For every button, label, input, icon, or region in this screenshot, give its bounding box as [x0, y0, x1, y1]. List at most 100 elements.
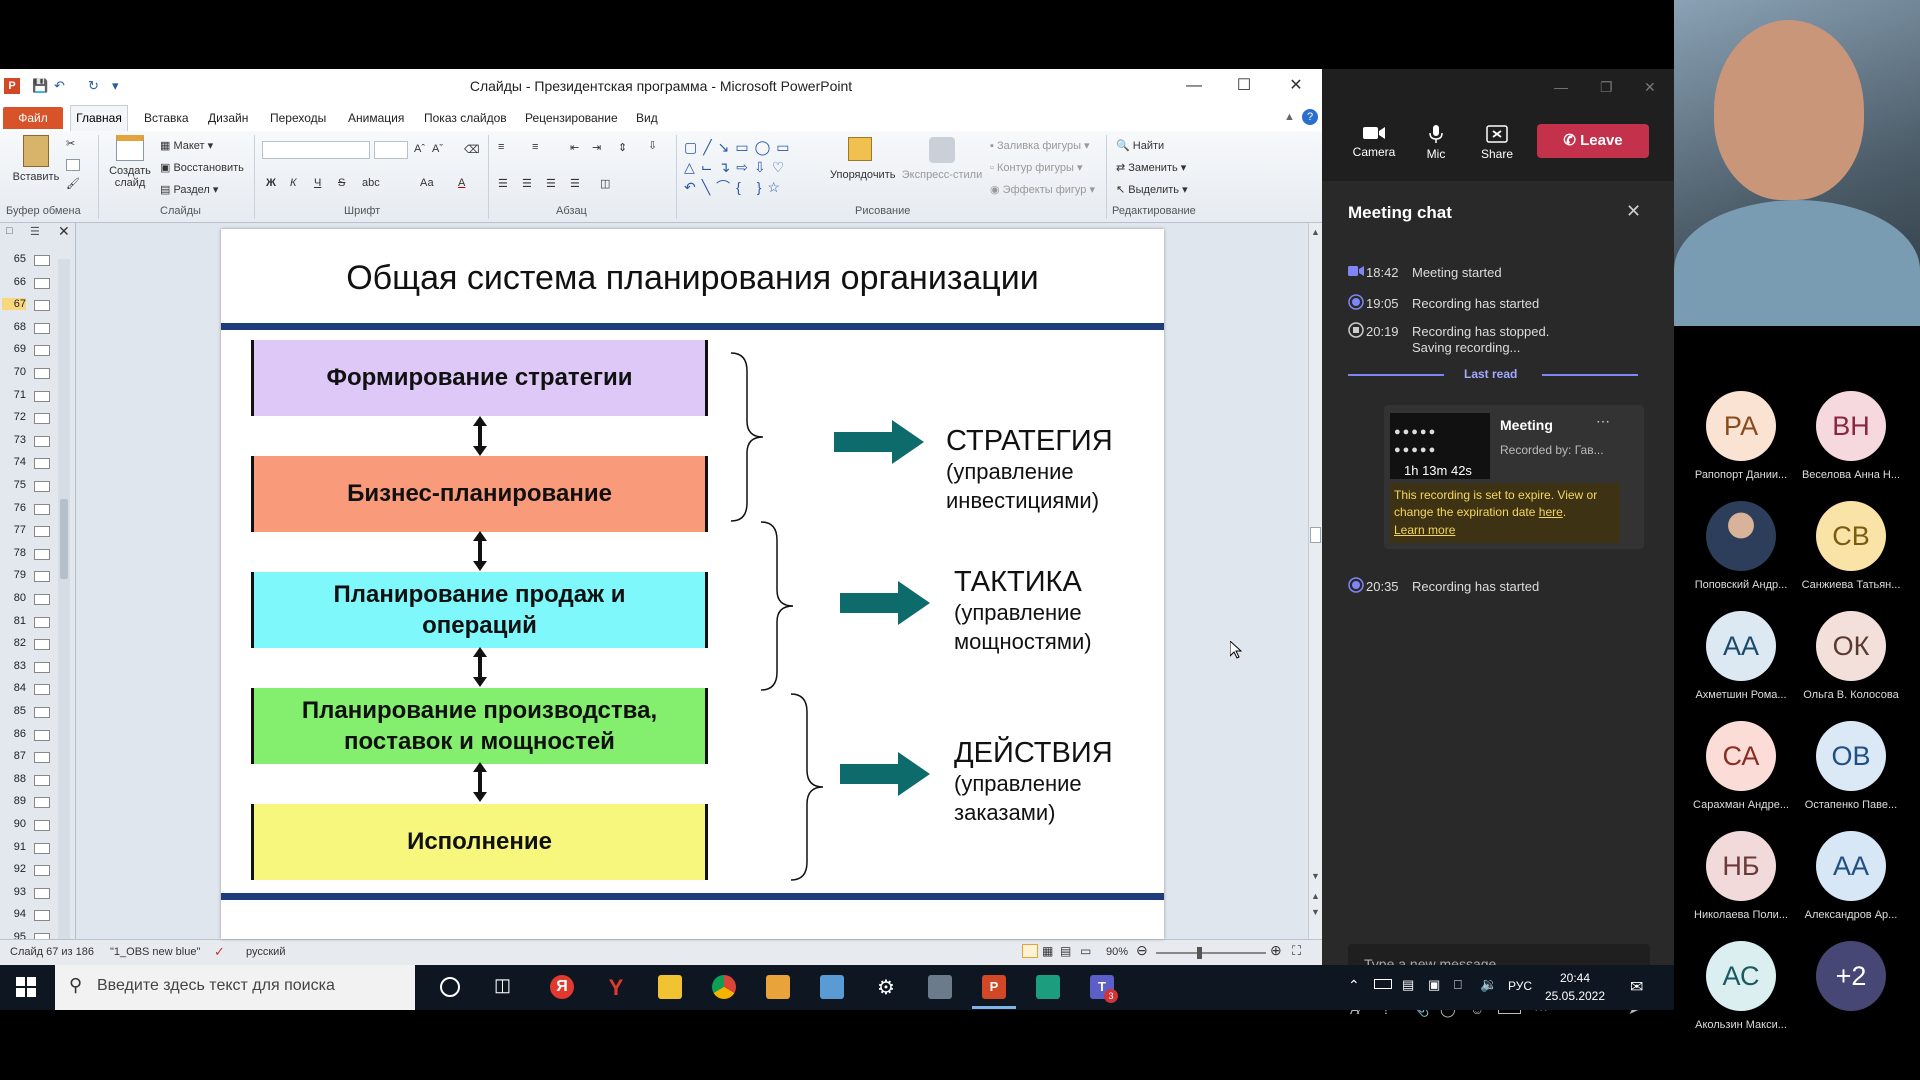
yandex-browser-icon[interactable]: Я — [550, 975, 574, 999]
justify-icon[interactable]: ☰ — [570, 178, 580, 190]
camera-button[interactable]: Camera — [1344, 125, 1404, 159]
reading-view-icon[interactable]: ▤ — [1060, 944, 1072, 958]
select-button[interactable]: ↖ Выделить ▾ — [1116, 184, 1188, 196]
scroll-down-icon[interactable]: ▼ — [1311, 871, 1320, 881]
recording-thumbnail[interactable]: ●●●●●●●●●● 1h 13m 42s — [1390, 413, 1490, 479]
planning-box[interactable]: Планирование производства, поставок и мо… — [251, 688, 708, 764]
participant-avatar[interactable]: ОВ — [1816, 721, 1886, 791]
reset-button[interactable]: ▣ Восстановить — [160, 162, 244, 174]
font-size-dropdown[interactable] — [374, 141, 408, 159]
increase-indent-icon[interactable]: ⇥ — [592, 142, 602, 154]
decrease-indent-icon[interactable]: ⇤ — [570, 142, 580, 154]
copy-icon[interactable] — [66, 159, 80, 171]
thumbnail-slide[interactable] — [34, 594, 50, 605]
planning-box[interactable]: Планирование продаж и операций — [251, 572, 708, 648]
thumbnail-slide[interactable] — [34, 255, 50, 266]
new-slide-button[interactable]: Создать слайд — [106, 135, 154, 189]
shape-outline-button[interactable]: ▫ Контур фигуры ▾ — [990, 162, 1083, 174]
thumbnail-slide[interactable] — [34, 820, 50, 831]
fit-to-window-icon[interactable]: ⛶ — [1292, 943, 1302, 958]
system-clock[interactable]: 20:44 25.05.2022 — [1540, 969, 1610, 1005]
columns-icon[interactable]: ◫ — [600, 178, 611, 190]
network-icon[interactable]: ⎕ — [1454, 977, 1462, 992]
tab-review[interactable]: Рецензирование — [525, 111, 618, 125]
replace-button[interactable]: ⇄ Заменить ▾ — [1116, 162, 1187, 174]
outlook-icon[interactable] — [766, 975, 790, 999]
participant-avatar[interactable]: СА — [1706, 721, 1776, 791]
scroll-up-icon[interactable]: ▲ — [1311, 227, 1320, 237]
task-view-icon[interactable]: ◫ — [494, 975, 512, 995]
planning-box[interactable]: Бизнес-планирование — [251, 456, 708, 532]
collapse-ribbon-icon[interactable]: ▲ — [1284, 111, 1295, 123]
participant-avatar[interactable]: АА — [1816, 831, 1886, 901]
tab-home[interactable]: Главная — [70, 105, 128, 131]
volume-icon[interactable]: 🔉 — [1480, 976, 1498, 992]
keyboard-language[interactable]: РУС — [1508, 979, 1533, 993]
thumbnail-slide[interactable] — [34, 548, 50, 560]
expiration-here-link[interactable]: here — [1538, 505, 1563, 520]
thumbnail-slide[interactable] — [34, 752, 50, 764]
thumbnail-slide[interactable] — [34, 526, 50, 538]
participant-avatar[interactable]: АА — [1706, 611, 1776, 681]
bold-icon[interactable]: Ж — [266, 177, 276, 189]
teams-close-button[interactable]: ✕ — [1644, 79, 1656, 95]
thumbnail-slide[interactable] — [34, 639, 50, 651]
zoom-slider-thumb[interactable] — [1197, 947, 1202, 959]
slide-canvas[interactable]: Общая система планирования организации Ф… — [221, 229, 1164, 939]
thumbnail-scrollbar[interactable] — [58, 259, 70, 939]
thumbnail-slide[interactable] — [34, 503, 50, 515]
save-icon[interactable]: 💾 — [32, 78, 49, 93]
thumbnail-slide[interactable] — [34, 707, 50, 718]
minimize-button[interactable]: — — [1186, 77, 1202, 94]
thumbnail-slide[interactable] — [34, 774, 50, 786]
shapes-gallery[interactable]: ▢╱↘▭◯▭△⌙↴⇨⇩♡↶╲⌒{ }☆ — [684, 139, 796, 195]
thumbnail-slide[interactable] — [34, 571, 50, 583]
participant-avatar[interactable]: СВ — [1816, 501, 1886, 571]
previous-slide-icon[interactable]: ▲ — [1311, 891, 1320, 901]
tray-app-icon[interactable]: ▤ — [1402, 977, 1415, 992]
close-button[interactable]: ✕ — [1289, 77, 1303, 94]
customize-toolbar-icon[interactable]: ▾ — [112, 78, 119, 93]
char-spacing-icon[interactable]: abc — [362, 177, 380, 189]
settings-icon[interactable]: ⚙ — [877, 977, 895, 999]
slides-tab-icon[interactable]: ☰ — [30, 226, 40, 238]
layout-button[interactable]: ▦ Макет ▾ — [160, 140, 214, 152]
next-slide-icon[interactable]: ▼ — [1311, 907, 1320, 917]
thumbnail-slide[interactable] — [34, 661, 50, 673]
chrome-icon[interactable] — [712, 975, 736, 999]
participant-avatar[interactable]: НБ — [1706, 831, 1776, 901]
calculator-icon[interactable] — [928, 975, 952, 999]
section-button[interactable]: ▤ Раздел ▾ — [160, 184, 219, 196]
thumbnail-slide[interactable] — [34, 458, 50, 470]
yandex-icon[interactable]: Y — [608, 975, 624, 1000]
help-icon[interactable]: ? — [1302, 109, 1318, 125]
app-hex-icon[interactable] — [1036, 975, 1060, 999]
zoom-slider[interactable] — [1156, 947, 1266, 959]
font-name-dropdown[interactable] — [262, 141, 370, 159]
align-left-icon[interactable]: ☰ — [498, 178, 508, 190]
slide-sorter-icon[interactable]: ▦ — [1042, 944, 1054, 958]
tab-animation[interactable]: Анимация — [348, 111, 405, 125]
tab-insert[interactable]: Вставка — [144, 111, 189, 125]
font-color-icon[interactable]: A — [458, 177, 466, 189]
thumbnail-slide[interactable] — [34, 390, 50, 402]
thumbnail-slide[interactable] — [34, 729, 50, 741]
recording-card[interactable]: ●●●●●●●●●● 1h 13m 42s Meeting ⋯ Recorded… — [1384, 405, 1644, 549]
leave-button[interactable]: ✆ Leave — [1537, 124, 1649, 158]
find-button[interactable]: 🔍 Найти — [1116, 140, 1165, 152]
network-folder-icon[interactable] — [820, 975, 844, 999]
participant-video[interactable] — [1674, 0, 1920, 326]
tray-display-icon[interactable]: ▣ — [1428, 977, 1441, 992]
learn-more-link[interactable]: Learn more — [1394, 522, 1456, 537]
file-explorer-icon[interactable] — [658, 975, 682, 999]
tab-view[interactable]: Вид — [636, 111, 658, 125]
tab-file[interactable]: Файл — [3, 107, 63, 129]
tab-design[interactable]: Дизайн — [208, 111, 249, 125]
action-center-icon[interactable]: ✉ — [1630, 979, 1644, 996]
participant-avatar[interactable]: ВН — [1816, 391, 1886, 461]
slideshow-view-icon[interactable]: ▭ — [1080, 944, 1092, 958]
format-painter-icon[interactable]: 🖌 — [66, 178, 80, 190]
thumbnail-slide[interactable] — [34, 300, 50, 312]
decrease-font-icon[interactable]: Aˇ — [432, 143, 443, 155]
taskbar-search[interactable]: ⚲ Введите здесь текст для поиска — [55, 965, 415, 1010]
